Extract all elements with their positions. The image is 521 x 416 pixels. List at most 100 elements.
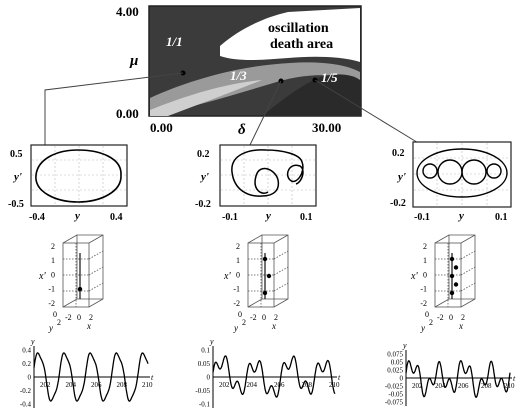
cube-z-tick: 1 bbox=[51, 256, 55, 265]
time-y-tick: 0 bbox=[400, 375, 404, 383]
time-y-label: y bbox=[30, 337, 35, 346]
connector-lines bbox=[44, 72, 421, 148]
region-light-band bbox=[150, 80, 262, 116]
map-y-tick-min: 0.00 bbox=[116, 106, 139, 121]
cube-y-label: y bbox=[233, 323, 238, 333]
cube-edge bbox=[88, 298, 104, 308]
cube-edge bbox=[434, 298, 450, 308]
phase-orbit bbox=[35, 149, 122, 203]
time-y-tick: 0.075 bbox=[387, 351, 403, 359]
cube-z-tick: -1 bbox=[48, 285, 55, 294]
time-series-line bbox=[33, 352, 149, 402]
time-x-tick: 206 bbox=[458, 382, 469, 390]
cube-z-label: x' bbox=[410, 271, 418, 282]
phase-xtick-right: 0.1 bbox=[495, 212, 508, 223]
phase-portrait-1-1: y' 0.5 -0.5 -0.4 y 0.4 bbox=[8, 144, 128, 223]
cube-edge bbox=[273, 234, 289, 244]
cube-point bbox=[449, 273, 455, 279]
cube-z-tick: 2 bbox=[423, 242, 427, 251]
cube-grid-line bbox=[460, 250, 476, 260]
cube-back-face bbox=[448, 234, 476, 300]
cube-x-tick: 2 bbox=[461, 313, 465, 322]
cube-z-tick: 0 bbox=[236, 270, 240, 279]
cube-y-tick: 2 bbox=[429, 318, 433, 327]
time-x-tick: 208 bbox=[117, 381, 128, 389]
time-y-tick: -0.4 bbox=[20, 401, 32, 409]
connector-1-5 bbox=[314, 79, 421, 145]
phase-xtick-left: -0.1 bbox=[414, 212, 430, 223]
region-label-1-3: 1/3 bbox=[230, 68, 247, 83]
cube-z-tick: -2 bbox=[48, 299, 55, 308]
cube-y-label: y bbox=[420, 323, 425, 333]
time-y-tick: 0.1 bbox=[201, 347, 210, 355]
death-area-label-line1: oscillation bbox=[268, 21, 329, 36]
cube-point bbox=[266, 273, 272, 279]
phase-portrait-1-5: y' 0.2 -0.2 -0.1 y 0.1 bbox=[390, 141, 512, 223]
cube-point bbox=[262, 256, 268, 262]
cube-y-label: y bbox=[48, 323, 53, 333]
phase-ytick-bottom: -0.2 bbox=[390, 198, 406, 209]
time-x-tick: 206 bbox=[91, 381, 102, 389]
cube-edge bbox=[247, 234, 263, 244]
phase-xtick-right: 0.1 bbox=[300, 212, 313, 223]
cube-z-label: x' bbox=[223, 271, 231, 282]
time-series-line bbox=[212, 355, 336, 398]
phase-y-label: y' bbox=[12, 171, 22, 183]
time-x-tick: 202 bbox=[40, 381, 51, 389]
cube-x-tick: -2 bbox=[65, 313, 72, 322]
cube-z-tick: 2 bbox=[236, 242, 240, 251]
cube-z-tick: 1 bbox=[236, 256, 240, 265]
cube-z-tick: -2 bbox=[233, 299, 240, 308]
map-x-axis-label: δ bbox=[238, 122, 246, 138]
map-y-tick-max: 4.00 bbox=[116, 4, 139, 19]
time-x-tick: 208 bbox=[481, 382, 492, 390]
phase-y-label: y' bbox=[396, 171, 406, 183]
parameter-map: 4.00 μ 0.00 0.00 δ 30.00 1/1 1/3 1/5 osc… bbox=[116, 4, 362, 138]
cube-point bbox=[453, 282, 459, 287]
cube-grid-line bbox=[460, 266, 476, 276]
cube-z-tick: -1 bbox=[420, 285, 427, 294]
time-y-tick: -0.2 bbox=[20, 387, 32, 395]
cube-grid-line bbox=[460, 282, 476, 292]
time-x-tick: 204 bbox=[247, 381, 258, 389]
death-area bbox=[220, 8, 360, 62]
cube-z-tick: 0 bbox=[51, 270, 55, 279]
phase-grid bbox=[32, 146, 126, 205]
time-y-tick: 0 bbox=[207, 374, 211, 382]
phase-portrait-1-3: y' 0.2 -0.2 -0.1 y 0.1 bbox=[195, 144, 317, 223]
cube-point bbox=[453, 265, 459, 270]
cube-z-label: x' bbox=[38, 271, 46, 282]
time-x-tick: 202 bbox=[412, 382, 423, 390]
phase-xtick-left: -0.1 bbox=[222, 212, 238, 223]
cube-edge bbox=[460, 234, 476, 244]
cube-x-tick: -2 bbox=[250, 313, 257, 322]
time-y-tick: -0.075 bbox=[385, 399, 404, 407]
cube-edge bbox=[460, 298, 476, 308]
time-y-tick: 0 bbox=[28, 374, 32, 382]
cube-x-label: x bbox=[86, 321, 91, 331]
cube-x-tick: 0 bbox=[77, 313, 81, 322]
time-y-tick: 0.4 bbox=[22, 347, 31, 355]
time-y-tick: 0.2 bbox=[22, 360, 31, 368]
cube-x-tick: 2 bbox=[89, 313, 93, 322]
phase-ytick-bottom: -0.5 bbox=[8, 199, 24, 210]
time-x-label: t bbox=[151, 373, 154, 382]
cube-grid-line bbox=[273, 282, 289, 292]
cube-x-tick: -2 bbox=[437, 313, 444, 322]
cube-back-face bbox=[261, 234, 289, 300]
cube-edge bbox=[88, 234, 104, 244]
time-y-tick: 0.05 bbox=[391, 359, 404, 367]
time-x-tick: 202 bbox=[219, 381, 230, 389]
cube-grid-line bbox=[88, 266, 104, 276]
cube-point bbox=[449, 290, 455, 296]
map-y-axis-label: μ bbox=[129, 53, 138, 69]
cube-grid-line bbox=[273, 250, 289, 260]
time-y-tick: -0.1 bbox=[199, 401, 211, 409]
cube-y-tick: 0 bbox=[238, 310, 242, 319]
